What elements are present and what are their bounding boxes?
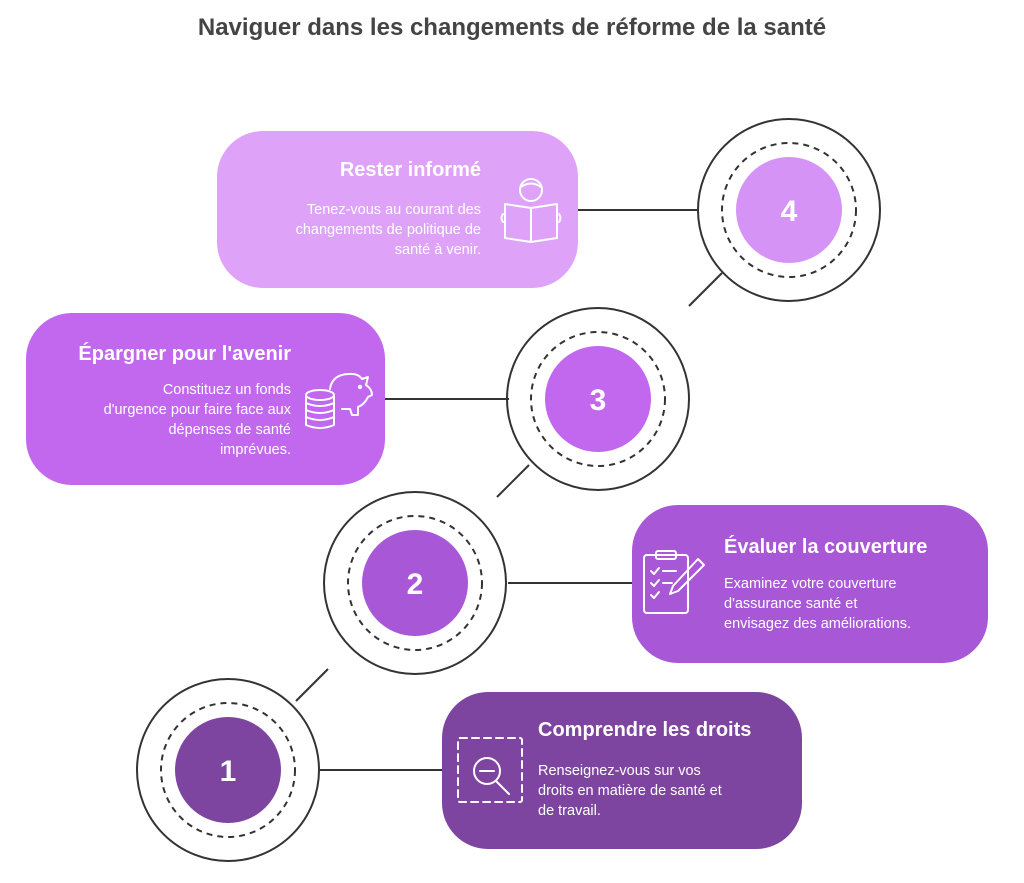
dashed-ring-4 bbox=[721, 142, 857, 278]
step-3-node: 3 bbox=[506, 307, 690, 491]
step-3-description: Constituez un fonds d'urgence pour faire… bbox=[103, 382, 291, 458]
outer-ring-3 bbox=[506, 307, 690, 491]
connector-2-3 bbox=[496, 464, 530, 498]
step-1-node: 1 bbox=[136, 678, 320, 862]
step-1-description: Renseignez-vous sur vos droits en matièr… bbox=[538, 763, 722, 819]
dashed-ring-3 bbox=[530, 331, 666, 467]
step-circle-1 bbox=[175, 717, 281, 823]
diagram-title: Naviguer dans les changements de réforme… bbox=[197, 14, 827, 41]
outer-ring-4 bbox=[697, 118, 881, 302]
dashed-ring-1 bbox=[160, 702, 296, 838]
dashed-ring-2 bbox=[347, 515, 483, 651]
step-4-card: Rester informé Tenez-vous au courant des… bbox=[217, 131, 578, 288]
step-number-1: 1 bbox=[220, 755, 237, 788]
step-number-2: 2 bbox=[407, 568, 424, 601]
step-circle-2 bbox=[362, 530, 468, 636]
magnifier-minus-icon bbox=[457, 737, 523, 803]
connector-1-2 bbox=[295, 668, 329, 702]
reading-person-icon bbox=[500, 178, 562, 243]
step-2-node: 2 bbox=[323, 491, 507, 675]
step-2-title: Évaluer la couverture bbox=[724, 536, 928, 558]
connector-3-4 bbox=[688, 272, 723, 307]
step-number-4: 4 bbox=[781, 195, 798, 228]
step-circle-3 bbox=[545, 346, 651, 452]
clipboard-checklist-icon bbox=[643, 550, 705, 614]
step-2-description: Examinez votre couverture d'assurance sa… bbox=[724, 576, 911, 632]
step-3-card: Épargner pour l'avenir Constituez un fon… bbox=[26, 313, 385, 485]
step-4-node: 4 bbox=[697, 118, 881, 302]
step-4-description: Tenez-vous au courant des changements de… bbox=[295, 202, 481, 258]
outer-ring-2 bbox=[323, 491, 507, 675]
step-1-title: Comprendre les droits bbox=[538, 719, 752, 741]
step-number-3: 3 bbox=[590, 384, 607, 417]
piggy-bank-icon bbox=[305, 372, 373, 429]
step-4-title: Rester informé bbox=[339, 159, 481, 181]
step-circle-4 bbox=[736, 157, 842, 263]
step-3-title: Épargner pour l'avenir bbox=[78, 343, 291, 365]
outer-ring-1 bbox=[136, 678, 320, 862]
step-2-card: Évaluer la couverture Examinez votre cou… bbox=[632, 505, 988, 663]
step-1-card: Comprendre les droits Renseignez-vous su… bbox=[442, 692, 802, 849]
